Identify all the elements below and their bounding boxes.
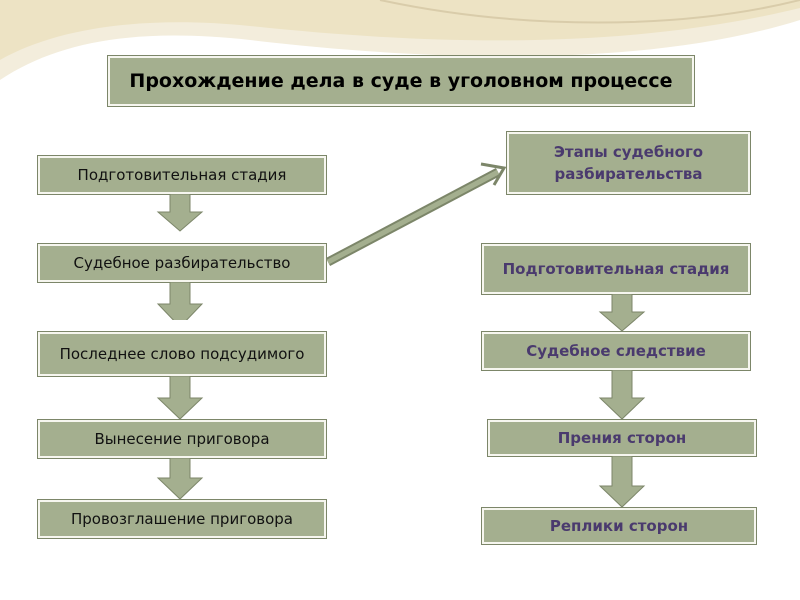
left-step-3-label: Последнее слово подсудимого xyxy=(59,345,305,363)
diagram-title: Прохождение дела в суде в уголовном проц… xyxy=(107,55,695,107)
right-step-1-label: Подготовительная стадия xyxy=(502,260,730,278)
left-step-1: Подготовительная стадия xyxy=(37,155,327,195)
down-arrow-icon xyxy=(156,376,204,420)
right-step-4: Реплики сторон xyxy=(481,507,757,545)
down-arrow-icon xyxy=(598,456,646,508)
diagram-title-text: Прохождение дела в суде в уголовном проц… xyxy=(129,70,673,92)
right-step-2-label: Судебное следствие xyxy=(526,342,706,360)
right-header-label: Этапы судебного разбирательства xyxy=(553,143,704,183)
right-step-1: Подготовительная стадия xyxy=(481,243,751,295)
right-step-3-label: Прения сторон xyxy=(557,429,687,447)
left-step-2: Судебное разбирательство xyxy=(37,243,327,283)
down-arrow-icon xyxy=(156,458,204,500)
left-step-2-label: Судебное разбирательство xyxy=(73,254,291,272)
left-step-5: Провозглашение приговора xyxy=(37,499,327,539)
down-arrow-icon xyxy=(156,282,204,320)
right-step-4-label: Реплики сторон xyxy=(549,517,689,535)
down-arrow-icon xyxy=(598,370,646,420)
left-step-1-label: Подготовительная стадия xyxy=(77,166,287,184)
left-step-4-label: Вынесение приговора xyxy=(94,430,270,448)
right-step-2: Судебное следствие xyxy=(481,331,751,371)
down-arrow-icon xyxy=(598,294,646,332)
left-step-3: Последнее слово подсудимого xyxy=(37,331,327,377)
right-step-3: Прения сторон xyxy=(487,419,757,457)
left-step-5-label: Провозглашение приговора xyxy=(70,510,293,528)
down-arrow-icon xyxy=(156,194,204,232)
left-step-4: Вынесение приговора xyxy=(37,419,327,459)
right-header: Этапы судебного разбирательства xyxy=(506,131,751,195)
